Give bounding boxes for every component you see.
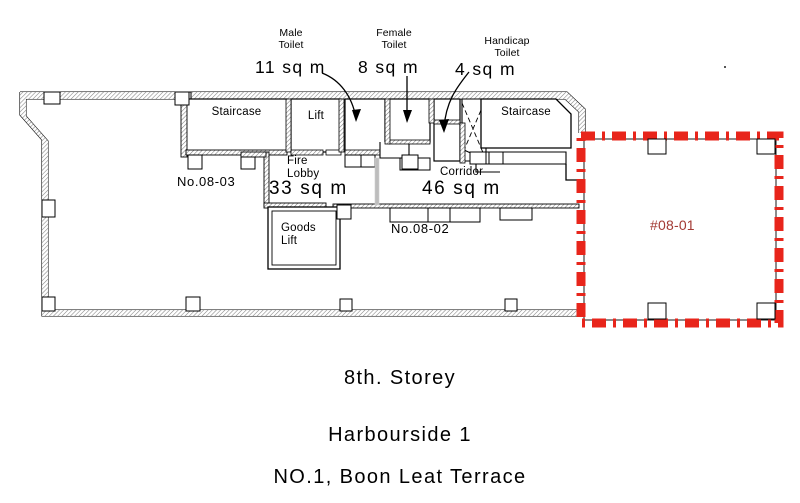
caption-storey: 8th. Storey xyxy=(343,367,457,389)
caption-building: Harbourside 1 xyxy=(328,424,472,446)
space-area-fire-lobby: 33 sq m xyxy=(269,178,348,199)
room-lift xyxy=(290,98,342,156)
room-label-staircase-right: Staircase xyxy=(501,106,551,118)
callout-handicap-toilet-area: 4 sq m xyxy=(455,59,516,79)
room-label-goods-lift: Goods Lift xyxy=(281,222,316,247)
callout-female-toilet-name: Female Toilet xyxy=(376,27,412,51)
room-goods-lift xyxy=(267,204,352,270)
unit-label-08-02[interactable]: No.08-02 xyxy=(391,221,450,236)
callout-male-toilet-area: 11 sq m xyxy=(255,57,326,77)
unit-label-08-03[interactable]: No.08-03 xyxy=(177,174,236,189)
room-female-toilet xyxy=(379,98,431,171)
unit-08-01-boundary[interactable] xyxy=(576,131,784,328)
caption-address: NO.1, Boon Leat Terrace xyxy=(273,466,527,488)
room-staircase-left xyxy=(174,91,288,170)
space-label-corridor: Corridor xyxy=(440,166,484,178)
scan-speck xyxy=(724,66,726,68)
space-area-corridor: 46 sq m xyxy=(422,178,501,199)
callout-handicap-toilet-name: Handicap Toilet xyxy=(484,35,530,59)
lobby-door-stubs xyxy=(401,151,504,170)
corridor-door-stubs xyxy=(389,207,533,223)
callout-female-toilet-area: 8 sq m xyxy=(358,57,419,77)
room-label-lift: Lift xyxy=(307,110,325,122)
space-label-fire-lobby: Fire Lobby xyxy=(287,155,320,180)
room-label-staircase-left: Staircase xyxy=(211,106,262,118)
callout-leaders xyxy=(321,71,470,133)
interior-partitions xyxy=(240,98,580,209)
callout-male-toilet-name: Male Toilet xyxy=(278,27,304,51)
unit-label-08-01[interactable]: #08-01 xyxy=(650,217,695,233)
room-male-toilet xyxy=(344,98,386,168)
